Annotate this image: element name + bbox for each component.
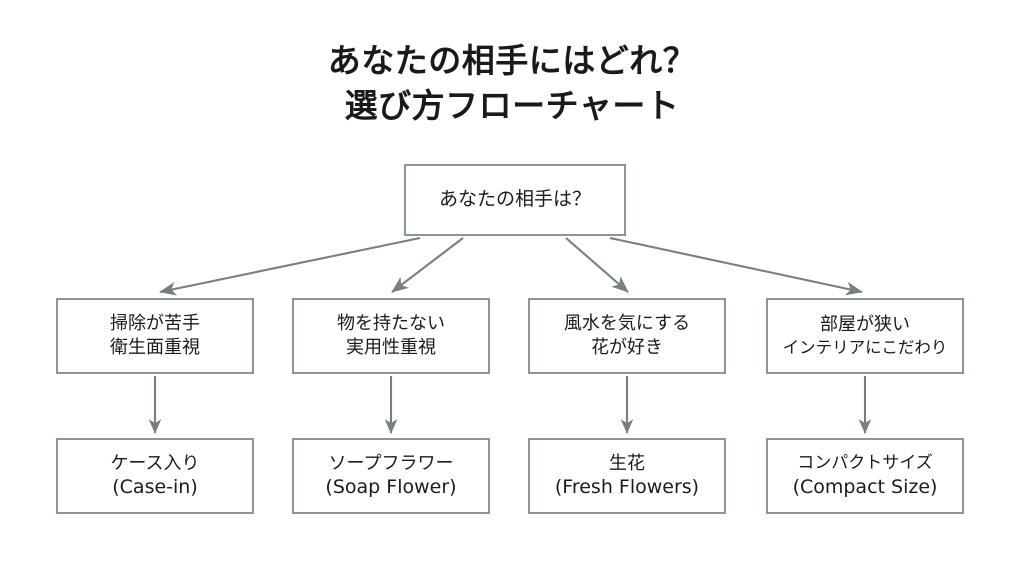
edge-root-to-branch-3 [565, 237, 629, 293]
node-result-2-line-1: ソープフラワー [328, 452, 454, 474]
node-result-2-line-2: (Soap Flower) [325, 476, 457, 499]
node-branch-2[interactable]: 物を持たない 実用性重視 [292, 298, 490, 374]
node-result-3-line-2: (Fresh Flowers) [554, 476, 700, 499]
node-branch-2-line-2: 実用性重視 [346, 337, 436, 358]
node-branch-1[interactable]: 掃除が苦手 衛生面重視 [56, 298, 254, 374]
node-result-1[interactable]: ケース入り (Case-in) [56, 438, 254, 514]
node-branch-2-line-1: 物を持たない [337, 313, 445, 335]
node-result-1-line-1: ケース入り [110, 452, 200, 474]
node-root-line-1: あなたの相手は？ [438, 188, 591, 211]
node-result-4[interactable]: コンパクトサイズ (Compact Size) [766, 438, 964, 514]
node-branch-4-line-2: インテリアにこだわり [782, 337, 948, 357]
node-branch-4[interactable]: 部屋が狭い インテリアにこだわり [766, 298, 964, 374]
title-line-1: あなたの相手にはどれ？ [327, 41, 697, 80]
node-result-2[interactable]: ソープフラワー (Soap Flower) [292, 438, 490, 514]
node-branch-3-line-2: 花が好き [591, 337, 663, 358]
node-root[interactable]: あなたの相手は？ [404, 164, 626, 236]
node-branch-1-line-2: 衛生面重視 [110, 337, 200, 358]
node-result-3-line-1: 生花 [609, 452, 645, 474]
node-result-3[interactable]: 生花 (Fresh Flowers) [528, 438, 726, 514]
node-branch-3-line-1: 風水を気にする [563, 313, 691, 335]
edge-root-to-branch-1 [159, 236, 421, 296]
edge-root-to-branch-4 [609, 236, 863, 296]
node-result-4-line-2: (Compact Size) [792, 475, 938, 498]
node-branch-3[interactable]: 風水を気にする 花が好き [528, 298, 726, 374]
edge-root-to-branch-2 [391, 237, 464, 293]
page-title: あなたの相手にはどれ？ 選び方フローチャート [0, 38, 1024, 128]
node-branch-4-line-1: 部屋が狭い [820, 314, 910, 336]
node-result-1-line-2: (Case-in) [112, 476, 198, 499]
node-branch-1-line-1: 掃除が苦手 [110, 313, 200, 335]
title-line-2: 選び方フローチャート [344, 86, 680, 125]
node-result-4-line-1: コンパクトサイズ [797, 453, 933, 474]
